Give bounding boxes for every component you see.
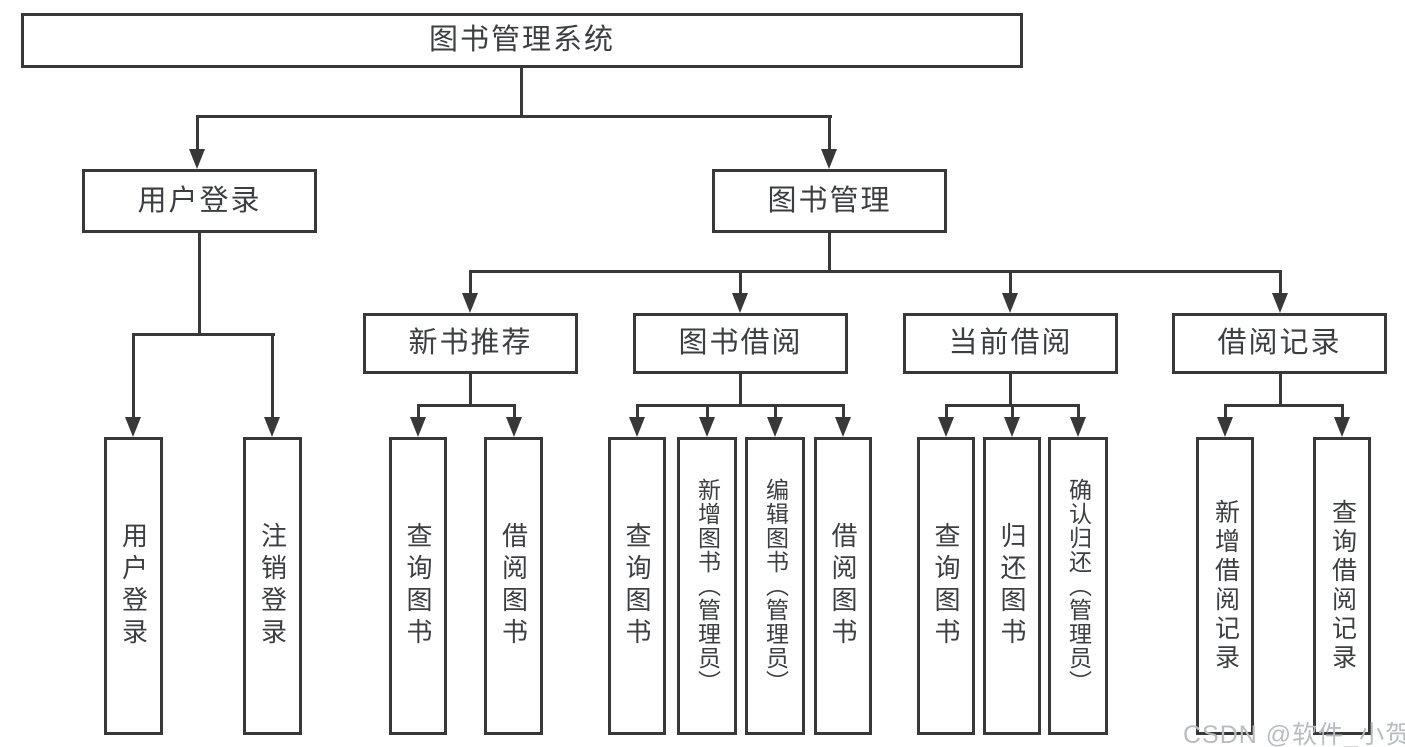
leaf-query-books-borrowing: 查询图书 (608, 437, 666, 735)
connector-line (1009, 270, 1012, 296)
arrow-down-icon (1272, 293, 1288, 313)
arrow-down-icon (1334, 417, 1350, 437)
node-book-borrowing: 图书借阅 (633, 313, 848, 374)
connector-line (774, 404, 777, 420)
leaf-user-login: 用户登录 (104, 437, 163, 735)
arrow-down-icon (732, 293, 748, 313)
arrow-down-icon (506, 417, 522, 437)
csdn-watermark: CSDN @软件_小贺同学 (1183, 721, 1405, 747)
node-label: 借阅记录 (1217, 327, 1342, 359)
node-label: 用户登录 (137, 184, 262, 217)
node-label: 注销登录 (257, 522, 288, 650)
node-label: 查询图书 (403, 522, 433, 650)
connector-line (1224, 404, 1344, 407)
arrow-down-icon (821, 149, 837, 169)
node-label: 图书借阅 (678, 327, 803, 359)
arrow-down-icon (1217, 417, 1233, 437)
connector-line (469, 270, 472, 296)
arrow-down-icon (938, 417, 954, 437)
leaf-return-books: 归还图书 (983, 437, 1041, 735)
arrow-down-icon (767, 417, 783, 437)
node-label: 查询借阅记录 (1328, 499, 1357, 673)
leaf-add-borrow-record: 新增借阅记录 (1196, 437, 1254, 735)
leaf-query-books-current: 查询图书 (917, 437, 975, 735)
node-label: 查询图书 (931, 522, 961, 650)
leaf-query-books-recommend: 查询图书 (389, 437, 447, 735)
connector-line (1077, 404, 1080, 420)
leaf-logout: 注销登录 (243, 437, 302, 735)
node-book-management: 图书管理 (712, 169, 947, 233)
node-user-login: 用户登录 (82, 169, 317, 233)
connector-line (417, 404, 516, 407)
arrow-down-icon (835, 417, 851, 437)
connector-line (1011, 404, 1014, 420)
node-label: 归还图书 (997, 522, 1027, 650)
connector-line (132, 333, 135, 419)
arrow-down-icon (264, 417, 280, 437)
connector-line (1279, 373, 1282, 407)
arrow-down-icon (1070, 417, 1086, 437)
connector-line (945, 404, 948, 420)
connector-line (132, 333, 275, 336)
connector-line (198, 231, 201, 335)
connector-line (469, 270, 1282, 273)
connector-line (842, 404, 845, 420)
leaf-query-borrow-record: 查询借阅记录 (1313, 437, 1371, 735)
node-label: 新增图书（管理员） (694, 478, 721, 694)
arrow-down-icon (629, 417, 645, 437)
arrow-down-icon (410, 417, 426, 437)
node-label: 新增借阅记录 (1211, 499, 1240, 673)
connector-line (513, 404, 516, 420)
connector-line (636, 404, 639, 420)
node-new-book-recommend: 新书推荐 (363, 313, 578, 374)
arrow-down-icon (699, 417, 715, 437)
node-label: 图书管理 (767, 184, 892, 217)
connector-line (636, 404, 845, 407)
connector-line (739, 270, 742, 296)
node-label: 图书管理系统 (428, 24, 615, 56)
node-label: 当前借阅 (948, 327, 1073, 359)
connector-line (520, 66, 523, 117)
connector-line (739, 373, 742, 407)
connector-line (469, 373, 472, 407)
node-label: 编辑图书（管理员） (762, 478, 789, 694)
node-library-management-system: 图书管理系统 (21, 13, 1023, 68)
connector-line (417, 404, 420, 420)
connector-line (1224, 404, 1227, 420)
arrow-down-icon (1004, 417, 1020, 437)
node-label: 借阅图书 (828, 522, 858, 650)
connector-line (1009, 373, 1012, 407)
connector-line (196, 115, 832, 118)
node-borrowing-records: 借阅记录 (1172, 313, 1387, 374)
arrow-down-icon (125, 417, 141, 437)
leaf-borrow-books-recommend: 借阅图书 (484, 437, 543, 735)
connector-line (828, 115, 831, 151)
arrow-down-icon (189, 149, 205, 169)
node-label: 确认归还（管理员） (1065, 478, 1092, 694)
arrow-down-icon (462, 293, 478, 313)
node-label: 借阅图书 (498, 522, 529, 650)
leaf-confirm-return-admin: 确认归还（管理员） (1048, 437, 1108, 735)
node-label: 查询图书 (622, 522, 652, 650)
connector-line (196, 115, 199, 151)
connector-line (271, 333, 274, 419)
arrow-down-icon (1002, 293, 1018, 313)
connector-line (828, 231, 831, 272)
node-current-borrowing: 当前借阅 (903, 313, 1118, 374)
leaf-borrow-books: 借阅图书 (814, 437, 872, 735)
node-label: 用户登录 (118, 522, 149, 650)
leaf-edit-books-admin: 编辑图书（管理员） (745, 437, 805, 735)
connector-line (1341, 404, 1344, 420)
node-label: 新书推荐 (408, 327, 533, 359)
connector-line (1279, 270, 1282, 296)
leaf-add-books-admin: 新增图书（管理员） (677, 437, 737, 735)
connector-line (706, 404, 709, 420)
